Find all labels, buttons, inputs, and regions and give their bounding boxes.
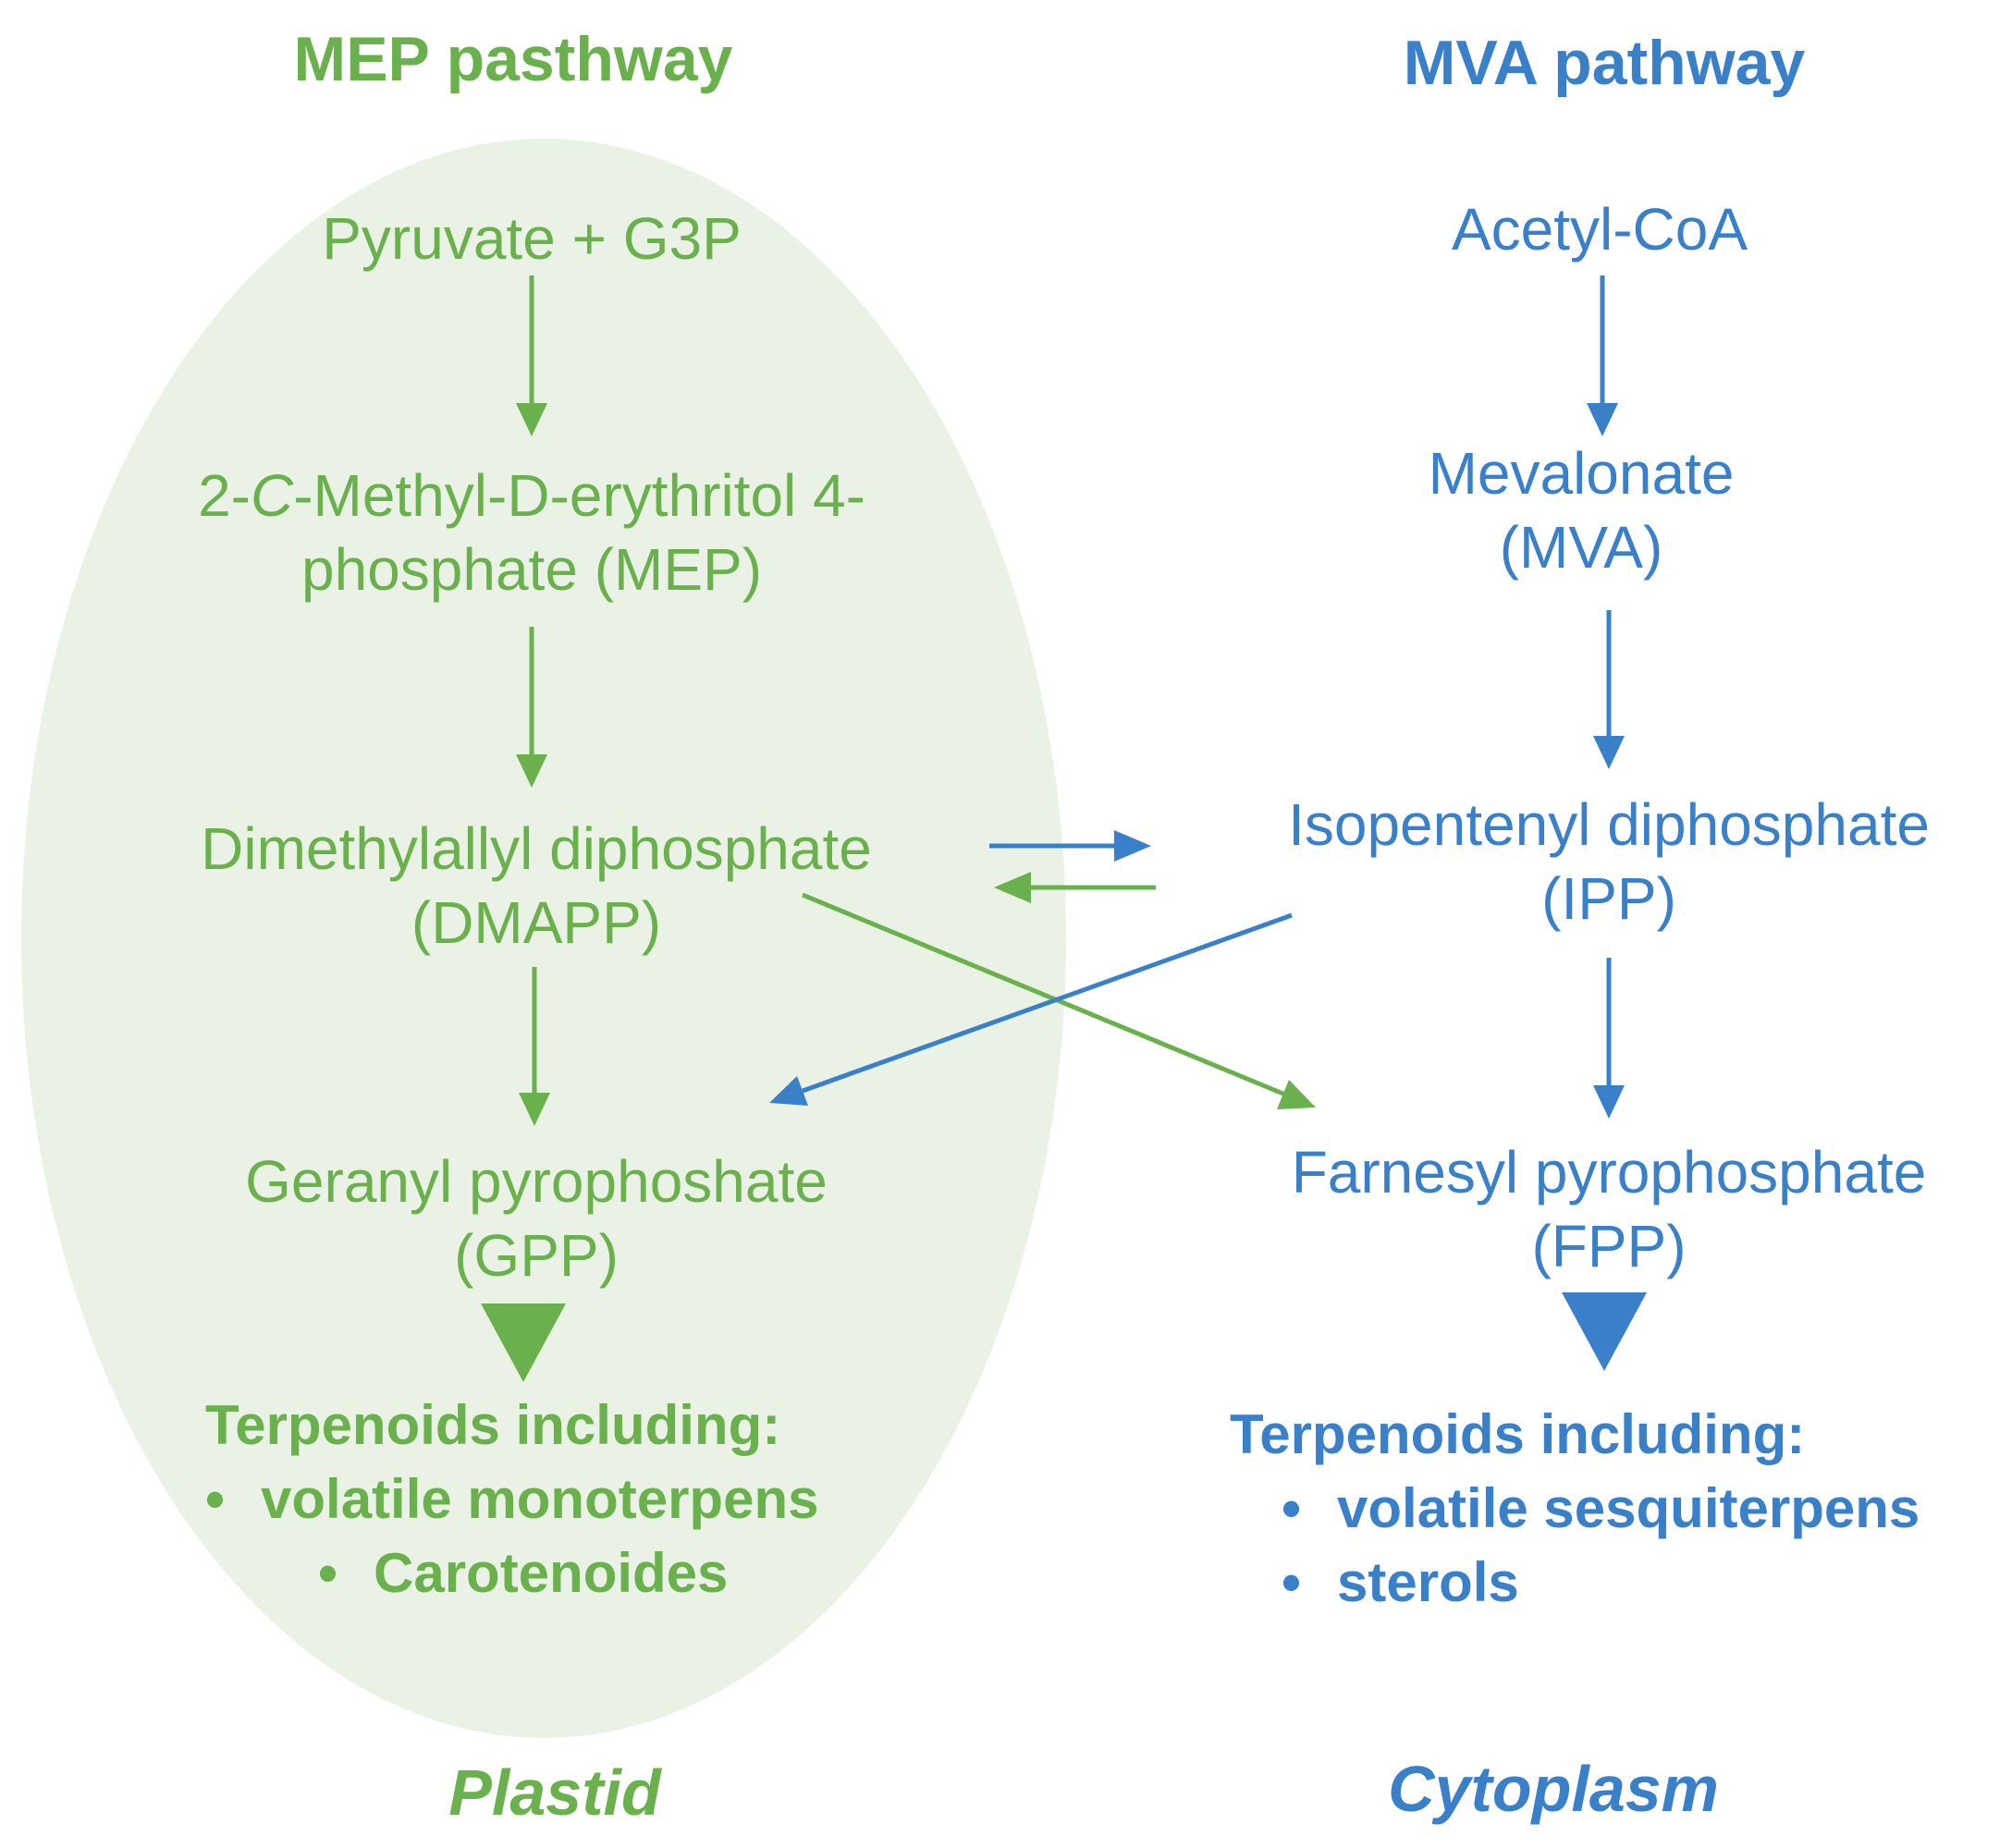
location-plastid: Plastid: [448, 1756, 661, 1829]
mva-pathway-title: MVA pathway: [1403, 28, 1806, 98]
mva-node-ipp-line1: Isopentenyl diphosphate: [1288, 791, 1930, 858]
mep-arrow-1: [516, 275, 547, 436]
mep-node-gpp-line2: (GPP): [454, 1222, 619, 1289]
bullet-icon: •: [1282, 1477, 1302, 1539]
mep-node-dmapp: Dimethylallyl diphosphate (DMAPP): [111, 812, 962, 960]
mep-product-item: •volatile monoterpens: [205, 1462, 818, 1536]
mva-arrow-2: [1593, 610, 1625, 769]
mva-arrow-3: [1593, 958, 1625, 1119]
mva-product-item: •sterols: [1282, 1546, 1519, 1620]
mva-node-fpp: Farnesyl pyrophosphate (FPP): [1239, 1135, 1979, 1283]
bullet-icon: •: [318, 1542, 338, 1604]
mva-node-fpp-line1: Farnesyl pyrophosphate: [1291, 1139, 1927, 1205]
mep-node-pyruvate-g3p: Pyruvate + G3P: [322, 205, 742, 272]
mep-node-mep-italic: C: [250, 462, 294, 529]
mep-node-gpp: Geranyl pyrophoshate (GPP): [166, 1144, 906, 1292]
dmapp-to-ipp-arrow: [989, 830, 1151, 862]
mva-arrow-1: [1587, 275, 1618, 436]
mva-node-mevalonate-line2: (MVA): [1499, 514, 1663, 581]
mva-node-mevalonate: Mevalonate (MVA): [1304, 436, 1859, 584]
mep-arrow-2: [516, 627, 547, 788]
mep-node-mep-prefix: 2-: [198, 462, 251, 529]
mep-node-dmapp-line1: Dimethylallyl diphosphate: [201, 815, 872, 882]
mva-product-triangle: [1562, 1292, 1647, 1371]
mva-node-ipp: Isopentenyl diphosphate (IPP): [1230, 788, 1988, 936]
mep-node-mep-line2: phosphate (MEP): [301, 536, 763, 603]
mep-node-gpp-line1: Geranyl pyrophoshate: [245, 1148, 828, 1215]
ipp-to-gpp-arrow: [769, 912, 1293, 1106]
mep-node-mep: 2-C-Methyl-D-erythritol 4- phosphate (ME…: [129, 459, 934, 606]
mep-node-dmapp-line2: (DMAPP): [411, 889, 662, 956]
mva-node-fpp-line2: (FPP): [1531, 1213, 1687, 1279]
mep-products-heading: Terpenoids including:: [205, 1394, 781, 1456]
bullet-icon: •: [1282, 1551, 1302, 1613]
mep-pathway-title: MEP pasthway: [293, 24, 733, 94]
mva-node-acetyl-coa: Acetyl-CoA: [1451, 196, 1748, 263]
bullet-icon: •: [205, 1468, 226, 1530]
mep-node-mep-suffix: -Methyl-D-erythritol 4-: [293, 462, 865, 529]
mep-product-item: •Carotenoides: [318, 1536, 728, 1610]
mep-product-triangle: [481, 1303, 566, 1382]
mep-arrow-3: [519, 967, 550, 1126]
mva-product-item: •volatile sesquiterpens: [1282, 1472, 1920, 1546]
mva-products-heading: Terpenoids including:: [1230, 1403, 1806, 1465]
location-cytoplasm: Cytoplasm: [1388, 1753, 1719, 1825]
mva-node-mevalonate-line1: Mevalonate: [1428, 440, 1735, 507]
mva-node-ipp-line2: (IPP): [1541, 865, 1676, 932]
ipp-to-dmapp-arrow: [994, 872, 1156, 903]
dmapp-to-fpp-arrow: [802, 892, 1316, 1109]
plastid-compartment: [21, 139, 1066, 1738]
